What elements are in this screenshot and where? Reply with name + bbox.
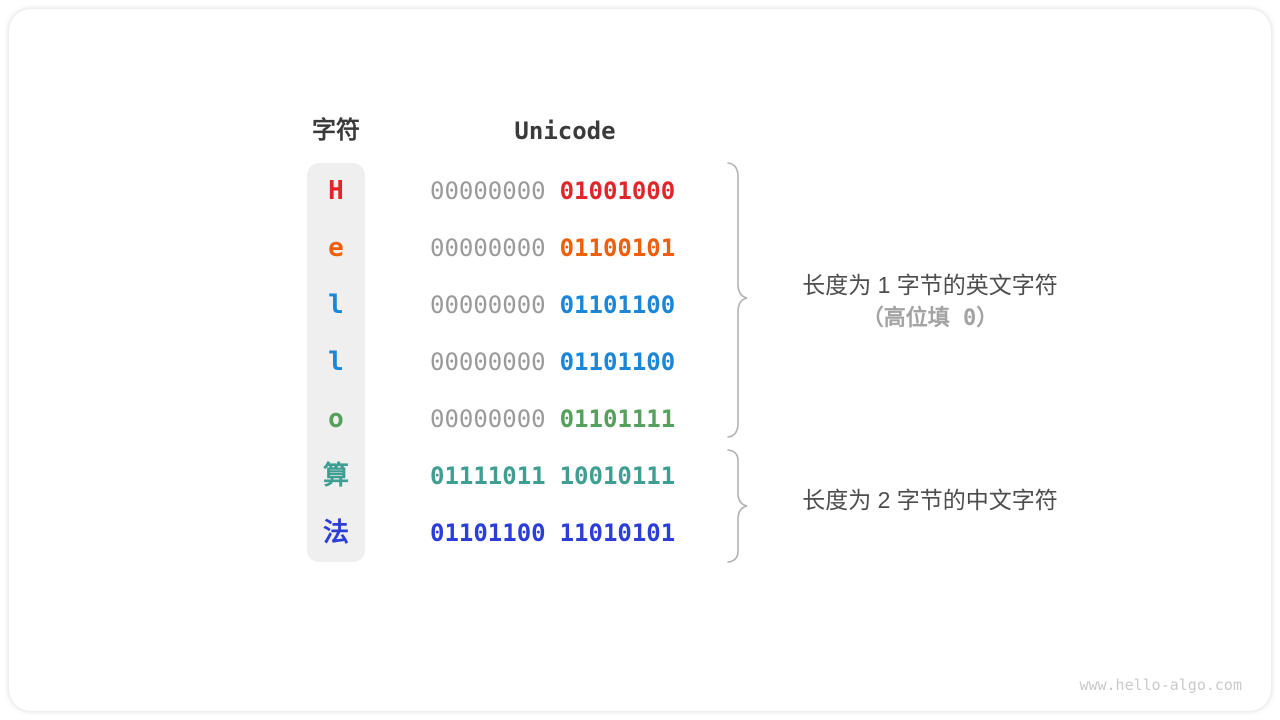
high-byte: 00000000 (430, 348, 546, 376)
annotation-english-line2: （高位填 0） (861, 306, 999, 331)
table-row: 算 01111011 10010111 (0, 460, 1280, 492)
annotation-chinese-line1: 长度为 2 字节的中文字符 (802, 487, 1058, 513)
unicode-bytes: 00000000 01100101 (430, 232, 675, 264)
char-cell: o (328, 404, 344, 434)
watermark-url: www.hello-algo.com (1079, 676, 1242, 694)
char-cell: 法 (322, 518, 349, 548)
unicode-column-header: Unicode (514, 117, 616, 145)
high-byte: 00000000 (430, 291, 546, 319)
low-byte: 01100101 (559, 234, 676, 262)
table-row: 法 01101100 11010101 (0, 517, 1280, 549)
low-byte: 01101100 (559, 348, 676, 376)
high-byte: 01101100 (430, 519, 546, 547)
high-byte: 00000000 (430, 405, 546, 433)
annotation-english-chars: 长度为 1 字节的英文字符 （高位填 0） (755, 268, 1105, 336)
unicode-bytes: 01101100 11010101 (430, 517, 675, 549)
char-cell: l (328, 290, 344, 320)
low-byte: 11010101 (559, 519, 676, 547)
annotation-chinese-chars: 长度为 2 字节的中文字符 (755, 483, 1105, 517)
char-column-header: 字符 (312, 117, 360, 144)
unicode-bytes: 00000000 01001000 (430, 175, 675, 207)
diagram-card (9, 9, 1271, 711)
high-byte: 00000000 (430, 234, 546, 262)
high-byte: 00000000 (430, 177, 546, 205)
char-cell: e (328, 233, 344, 263)
char-cell: l (328, 347, 344, 377)
unicode-bytes: 01111011 10010111 (430, 460, 675, 492)
low-byte: 01101100 (559, 291, 676, 319)
high-byte: 01111011 (430, 462, 546, 490)
table-row: e 00000000 01100101 (0, 232, 1280, 264)
table-row: o 00000000 01101111 (0, 403, 1280, 435)
char-column-background (307, 163, 365, 562)
unicode-bytes: 00000000 01101100 (430, 346, 675, 378)
low-byte: 01001000 (559, 177, 676, 205)
annotation-english-line1: 长度为 1 字节的英文字符 (802, 272, 1058, 298)
low-byte: 10010111 (559, 462, 676, 490)
char-cell: H (328, 176, 344, 206)
low-byte: 01101111 (559, 405, 676, 433)
table-row: l 00000000 01101100 (0, 346, 1280, 378)
unicode-bytes: 00000000 01101100 (430, 289, 675, 321)
table-row: l 00000000 01101100 (0, 289, 1280, 321)
char-cell: 算 (322, 461, 349, 491)
table-row: H 00000000 01001000 (0, 175, 1280, 207)
unicode-bytes: 00000000 01101111 (430, 403, 675, 435)
